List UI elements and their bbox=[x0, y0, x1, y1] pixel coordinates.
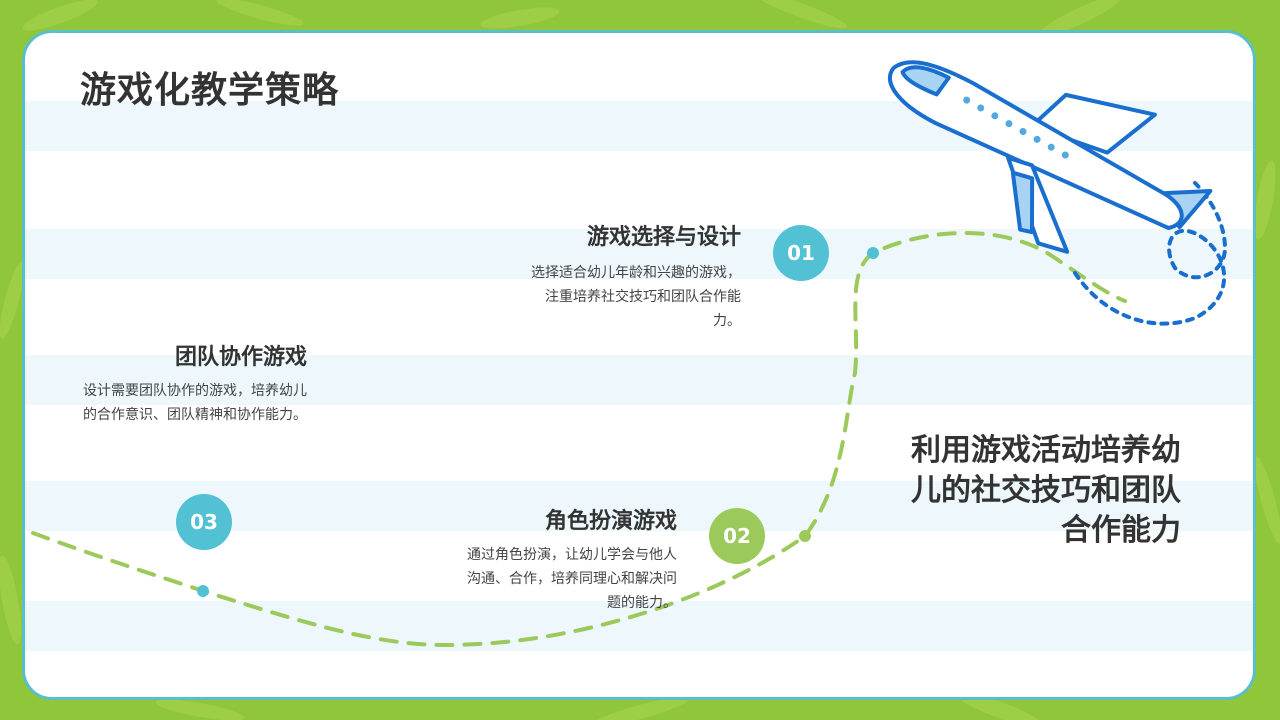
item-desc-teamwork: 设计需要团队协作的游戏，培养幼儿的合作意识、团队精神和协作能力。 bbox=[82, 379, 307, 427]
step-number-03: 03 bbox=[176, 494, 232, 550]
item-title-role-play: 角色扮演游戏 bbox=[377, 503, 677, 535]
highlight-statement: 利用游戏活动培养幼儿的社交技巧和团队合作能力 bbox=[891, 431, 1181, 551]
item-title-teamwork: 团队协作游戏 bbox=[22, 339, 307, 371]
item-desc-game-design: 选择适合幼儿年龄和兴趣的游戏，注重培养社交技巧和团队合作能力。 bbox=[521, 261, 741, 333]
item-title-game-design: 游戏选择与设计 bbox=[441, 219, 741, 251]
step-number-02: 02 bbox=[709, 508, 765, 564]
content-card: 游戏化教学策略 01 游戏选择与设计 选择适合幼儿年龄和兴趣的游戏，注重培养社交… bbox=[22, 30, 1256, 700]
airplane-icon bbox=[852, 33, 1229, 296]
item-desc-role-play: 通过角色扮演，让幼儿学会与他人沟通、合作，培养同理心和解决问题的能力。 bbox=[467, 543, 677, 615]
route-dot bbox=[197, 585, 209, 597]
step-number-01: 01 bbox=[773, 225, 829, 281]
route-dot bbox=[867, 247, 879, 259]
page-title: 游戏化教学策略 bbox=[80, 61, 339, 113]
route-dot bbox=[799, 530, 811, 542]
